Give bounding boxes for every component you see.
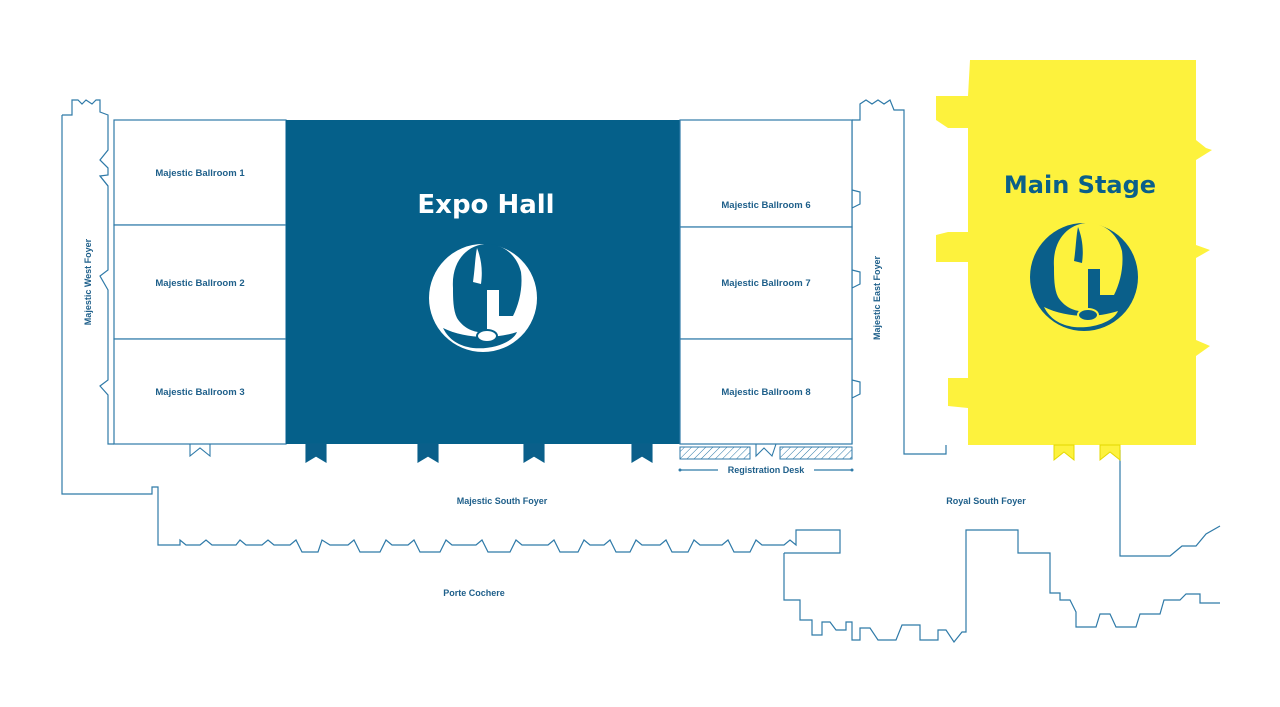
expo-door-3	[523, 443, 545, 463]
main-stage-label: Main Stage	[1004, 171, 1156, 199]
expo-hall-label: Expo Hall	[417, 190, 554, 220]
expo-door-4	[631, 443, 653, 463]
ballroom-7-label: Majestic Ballroom 7	[721, 278, 810, 289]
majestic-ballroom-1[interactable]	[113, 119, 287, 226]
royal-building-outline	[783, 99, 1220, 644]
majestic-ballroom-6[interactable]	[679, 119, 853, 228]
expo-hall-spartan-helmet-icon	[428, 242, 538, 353]
porte-cochere-label: Porte Cochere	[443, 588, 505, 598]
west-foyer-label: Majestic West Foyer	[83, 238, 93, 325]
main-stage-spartan-helmet-icon	[1029, 221, 1139, 332]
ballroom-6-label: Majestic Ballroom 6	[721, 200, 810, 211]
majestic-ballroom-7[interactable]	[679, 226, 853, 340]
east-foyer-label: Majestic East Foyer	[872, 255, 882, 340]
royal-south-foyer-outline	[1119, 450, 1221, 557]
royal-south-foyer-label: Royal South Foyer	[946, 496, 1026, 506]
south-foyer-label: Majestic South Foyer	[457, 496, 548, 506]
ballroom-1-label: Majestic Ballroom 1	[155, 168, 245, 179]
expo-door-1	[305, 443, 327, 463]
ballroom-8-label: Majestic Ballroom 8	[721, 387, 810, 398]
expo-door-2	[417, 443, 439, 463]
ballroom-3-label: Majestic Ballroom 3	[155, 387, 244, 398]
majestic-ballroom-8[interactable]	[679, 338, 853, 445]
registration-desk-left	[679, 446, 751, 460]
majestic-ballroom-3[interactable]	[113, 338, 287, 445]
ballroom-2-label: Majestic Ballroom 2	[155, 278, 244, 289]
registration-desk-label: Registration Desk	[728, 465, 806, 475]
registration-desk-right	[779, 446, 853, 460]
